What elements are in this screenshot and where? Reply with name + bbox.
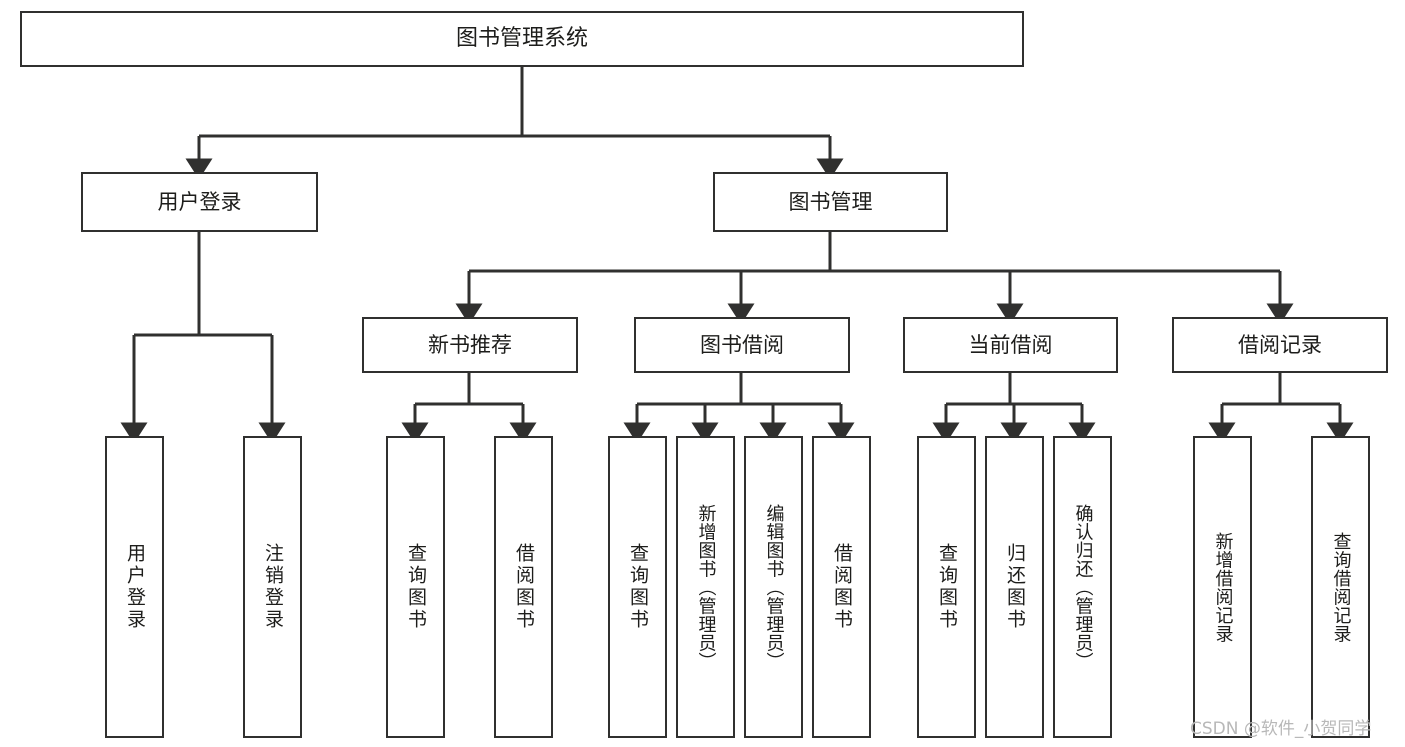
node-book-management-label: 图书管理 [788,189,873,214]
node-leaf-query-book-3[interactable]: 查询图书 [917,436,976,738]
node-leaf-add-record-label: 新增借阅记录 [1212,531,1234,643]
node-leaf-user-login[interactable]: 用户登录 [105,436,164,738]
node-book-borrow[interactable]: 图书借阅 [634,317,850,373]
node-root-label: 图书管理系统 [455,26,588,52]
node-leaf-borrow-book-1[interactable]: 借阅图书 [494,436,553,738]
node-leaf-add-record[interactable]: 新增借阅记录 [1193,436,1252,738]
node-user-login-label: 用户登录 [157,189,242,214]
node-borrow-record[interactable]: 借阅记录 [1172,317,1388,373]
node-book-management[interactable]: 图书管理 [713,172,948,232]
node-book-borrow-label: 图书借阅 [700,332,784,357]
node-leaf-confirm-return-label: 确认归还（管理员） [1072,503,1094,671]
node-leaf-return-book[interactable]: 归还图书 [985,436,1044,738]
node-borrow-record-label: 借阅记录 [1238,332,1322,357]
node-new-book-recommend[interactable]: 新书推荐 [362,317,578,373]
node-leaf-logout-label: 注销登录 [262,543,284,631]
node-leaf-query-record[interactable]: 查询借阅记录 [1311,436,1370,738]
node-leaf-user-login-label: 用户登录 [124,543,146,631]
node-leaf-query-book-3-label: 查询图书 [936,543,958,631]
node-leaf-confirm-return[interactable]: 确认归还（管理员） [1053,436,1112,738]
node-user-login[interactable]: 用户登录 [81,172,318,232]
node-current-borrow[interactable]: 当前借阅 [903,317,1118,373]
node-leaf-edit-book-label: 编辑图书（管理员） [763,503,785,671]
node-leaf-edit-book[interactable]: 编辑图书（管理员） [744,436,803,738]
node-leaf-borrow-book-2[interactable]: 借阅图书 [812,436,871,738]
node-root[interactable]: 图书管理系统 [20,11,1024,67]
node-leaf-borrow-book-2-label: 借阅图书 [831,543,853,631]
node-leaf-query-book-2-label: 查询图书 [627,543,649,631]
node-leaf-add-book-label: 新增图书（管理员） [695,503,717,671]
csdn-watermark: CSDN @软件_小贺同学 [1190,719,1372,739]
node-leaf-borrow-book-1-label: 借阅图书 [513,543,535,631]
node-leaf-return-book-label: 归还图书 [1004,543,1026,631]
node-leaf-add-book[interactable]: 新增图书（管理员） [676,436,735,738]
node-leaf-query-record-label: 查询借阅记录 [1330,531,1352,643]
node-leaf-query-book-2[interactable]: 查询图书 [608,436,667,738]
node-leaf-query-book-1[interactable]: 查询图书 [386,436,445,738]
node-leaf-logout[interactable]: 注销登录 [243,436,302,738]
node-leaf-query-book-1-label: 查询图书 [405,543,427,631]
node-new-book-recommend-label: 新书推荐 [428,332,512,357]
node-current-borrow-label: 当前借阅 [968,332,1053,357]
